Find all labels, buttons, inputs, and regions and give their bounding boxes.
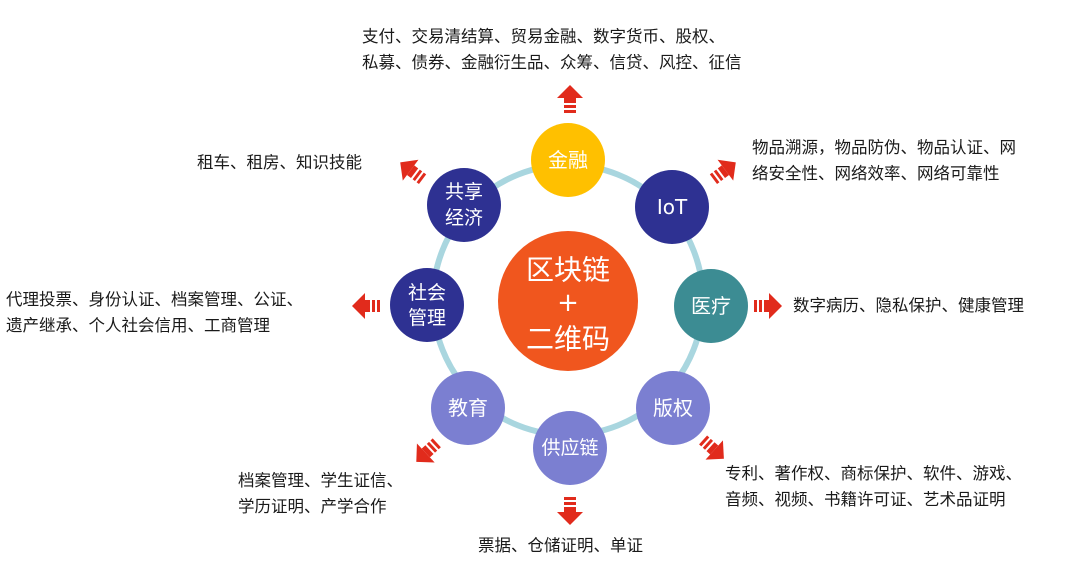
center-label-3: 二维码 <box>526 323 610 356</box>
node-education: 教育 <box>431 371 505 445</box>
node-iot-label: IoT <box>657 195 688 219</box>
node-education-label: 教育 <box>448 396 488 420</box>
node-finance-label: 金融 <box>548 148 588 172</box>
desc-social-line-2: 遗产继承、个人社会信用、工商管理 <box>6 316 270 335</box>
desc-sharing: 租车、租房、知识技能 <box>197 150 362 176</box>
desc-iot: 物品溯源，物品防伪、物品认证、网 络安全性、网络效率、网络可靠性 <box>752 135 1016 187</box>
node-copyright: 版权 <box>636 371 710 445</box>
desc-finance-line-2: 私募、债券、金融衍生品、众筹、信贷、风控、征信 <box>362 53 742 72</box>
desc-supply: 票据、仓储证明、单证 <box>478 533 643 559</box>
desc-medical: 数字病历、隐私保护、健康管理 <box>793 293 1024 319</box>
center-label-2: + <box>557 288 579 318</box>
node-supply: 供应链 <box>533 411 607 485</box>
arrow-education-icon <box>416 438 441 463</box>
node-medical: 医疗 <box>674 269 748 343</box>
arrow-iot-icon <box>709 159 736 185</box>
node-social-label-1: 社会 <box>408 282 446 304</box>
node-sharing: 共享 经济 <box>427 168 501 242</box>
desc-copyright-line-1: 专利、著作权、商标保护、软件、游戏、 <box>725 464 1022 483</box>
desc-education-line-2: 学历证明、产学合作 <box>238 497 387 516</box>
desc-social: 代理投票、身份认证、档案管理、公证、 遗产继承、个人社会信用、工商管理 <box>6 287 303 339</box>
center-label-1: 区块链 <box>526 254 610 287</box>
node-finance: 金融 <box>531 123 605 197</box>
arrow-social-icon <box>352 293 380 319</box>
desc-supply-line-1: 票据、仓储证明、单证 <box>478 536 643 555</box>
desc-social-line-1: 代理投票、身份认证、档案管理、公证、 <box>6 290 303 309</box>
arrow-supply-icon <box>557 497 583 525</box>
node-social: 社会 管理 <box>390 268 464 342</box>
desc-sharing-line-1: 租车、租房、知识技能 <box>197 153 362 172</box>
node-medical-label: 医疗 <box>691 294 731 318</box>
arrow-sharing-icon <box>400 159 427 185</box>
node-sharing-label-2: 经济 <box>445 207 483 229</box>
node-supply-label: 供应链 <box>541 437 598 459</box>
desc-iot-line-1: 物品溯源，物品防伪、物品认证、网 <box>752 138 1016 157</box>
desc-iot-line-2: 络安全性、网络效率、网络可靠性 <box>752 164 1000 183</box>
desc-finance: 支付、交易清结算、贸易金融、数字货币、股权、 私募、债券、金融衍生品、众筹、信贷… <box>362 24 742 76</box>
desc-finance-line-1: 支付、交易清结算、贸易金融、数字货币、股权、 <box>362 27 725 46</box>
desc-education: 档案管理、学生证信、 学历证明、产学合作 <box>238 468 403 520</box>
desc-copyright: 专利、著作权、商标保护、软件、游戏、 音频、视频、书籍许可证、艺术品证明 <box>725 461 1022 513</box>
arrow-finance-icon <box>557 85 583 113</box>
center-node: 区块链 + 二维码 <box>498 231 638 371</box>
node-copyright-label: 版权 <box>653 396 693 420</box>
arrow-copyright-icon <box>699 435 724 460</box>
node-iot: IoT <box>635 170 709 244</box>
node-social-label-2: 管理 <box>408 307 446 329</box>
node-sharing-label-1: 共享 <box>445 181 483 203</box>
desc-copyright-line-2: 音频、视频、书籍许可证、艺术品证明 <box>725 490 1006 509</box>
arrow-medical-icon <box>754 293 782 319</box>
desc-education-line-1: 档案管理、学生证信、 <box>238 471 403 490</box>
desc-medical-line-1: 数字病历、隐私保护、健康管理 <box>793 296 1024 315</box>
